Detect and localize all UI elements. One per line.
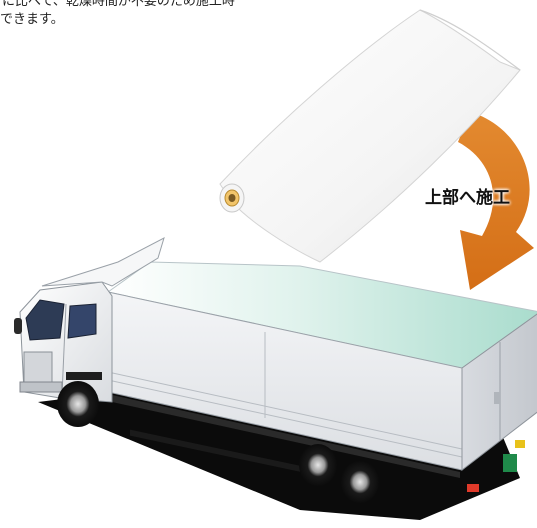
- caption-line-1: に比べて、乾燥時間が不要のため施工時: [2, 0, 235, 9]
- cab-door-line: [61, 303, 67, 396]
- arrow-label: 上部へ施工: [425, 188, 510, 208]
- front-wheel: [57, 381, 99, 427]
- cab-mirror: [14, 318, 22, 334]
- cab-windshield: [25, 299, 65, 341]
- caption-text: に比べて、乾燥時間が不要のため施工時 できます。: [0, 0, 300, 29]
- chassis-rail: [112, 395, 460, 478]
- rear-door-handle: [494, 392, 500, 404]
- cargo-side-ribs: [107, 332, 463, 458]
- curved-arrow: [458, 112, 534, 290]
- film-top-edge: [419, 9, 521, 71]
- rear-wheel-2: [341, 461, 379, 503]
- film-roll-core: [219, 183, 245, 213]
- side-guard: [130, 429, 310, 474]
- caption-line-2: できます。: [0, 12, 64, 27]
- cab-wind-deflector: [41, 237, 165, 287]
- rear-plate: [503, 454, 517, 472]
- rear-wheel-1: [299, 444, 337, 486]
- rear-light-amber: [515, 440, 525, 448]
- cab-grille: [23, 351, 53, 383]
- cab-step: [66, 372, 102, 380]
- cab-bumper: [19, 381, 63, 393]
- rear-light-red: [467, 484, 479, 492]
- cab-side-window: [67, 303, 97, 339]
